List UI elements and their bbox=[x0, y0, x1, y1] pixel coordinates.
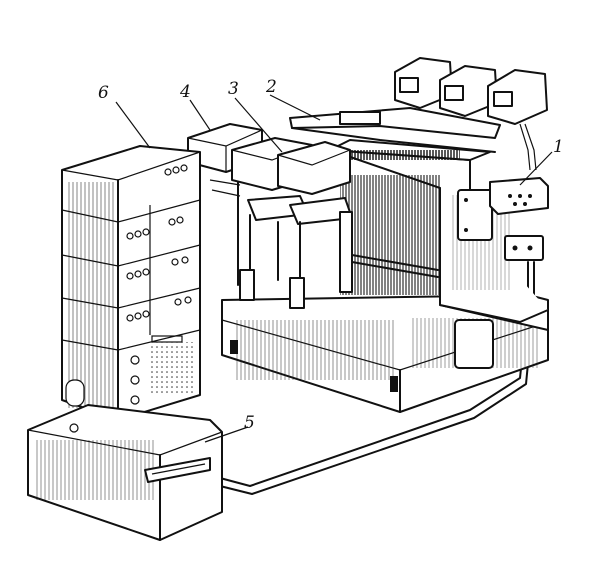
callout-6: 6 bbox=[98, 83, 109, 103]
unit-5 bbox=[27, 379, 223, 541]
callout-4: 4 bbox=[179, 82, 191, 102]
arms bbox=[209, 179, 353, 309]
rack-6 bbox=[61, 145, 201, 421]
rail-assembly-2 bbox=[289, 107, 501, 153]
callout-5: 5 bbox=[244, 413, 255, 433]
callout-3: 3 bbox=[228, 79, 239, 99]
callout-2: 2 bbox=[265, 77, 277, 97]
top-heads bbox=[394, 57, 548, 171]
callout-1: 1 bbox=[553, 137, 564, 157]
callout-leaders bbox=[115, 94, 553, 443]
unit-3 bbox=[231, 137, 351, 195]
main-machine bbox=[221, 139, 549, 413]
